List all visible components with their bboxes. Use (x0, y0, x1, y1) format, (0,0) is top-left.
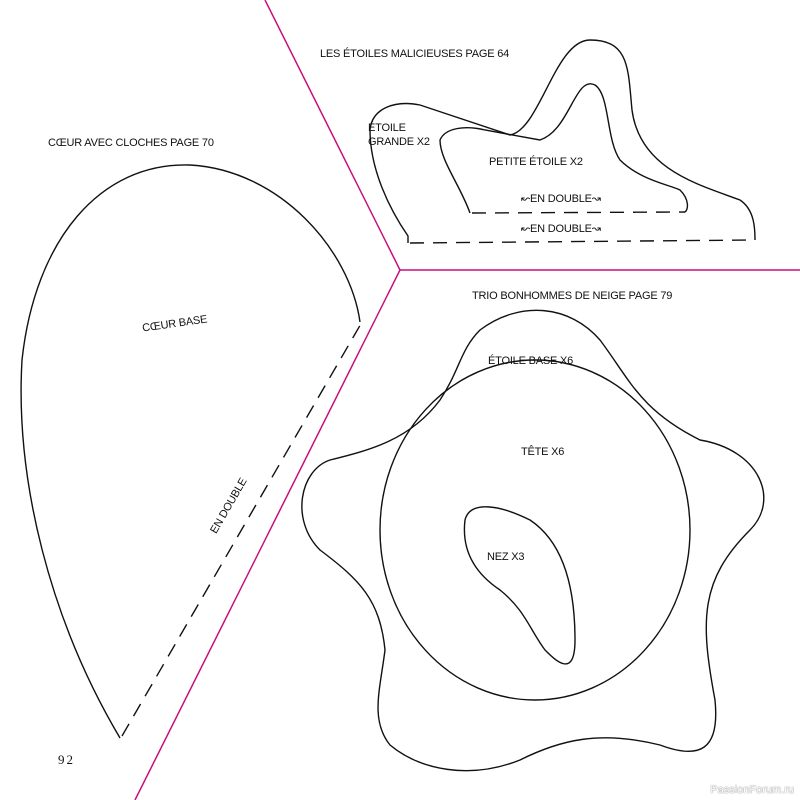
small-star-outline (439, 83, 689, 214)
nose-outline (463, 506, 576, 665)
small-star-label: PETITE ÉTOILE X2 (489, 156, 583, 168)
large-star-fold-label: ↜EN DOUBLE↝ (521, 223, 601, 235)
divider-top (264, 0, 401, 271)
snowmen-section-title: TRIO BONHOMMES DE NEIGE PAGE 79 (472, 290, 673, 302)
heart-fold-line (121, 321, 363, 737)
large-star-label-1: ÉTOILE (368, 122, 406, 134)
large-star-outline (369, 39, 756, 243)
page-number: 92 (58, 752, 75, 767)
stars-section-title: LES ÉTOILES MALICIEUSES PAGE 64 (320, 48, 510, 60)
divider-left (134, 269, 401, 800)
heart-base-outline (20, 164, 361, 739)
large-star-label-2: GRANDE X2 (368, 136, 430, 148)
star-base-outline (301, 309, 765, 772)
nose-label: NEZ X3 (487, 551, 525, 563)
head-label: TÊTE X6 (521, 446, 565, 458)
star-base-label: ÉTOILE BASE X6 (488, 355, 574, 367)
small-star-fold-line (471, 211, 686, 214)
head-outline (379, 359, 691, 701)
watermark: PassionForum.ru (710, 784, 794, 796)
heart-section-title: CŒUR AVEC CLOCHES PAGE 70 (48, 137, 214, 149)
large-star-fold-line (409, 239, 756, 244)
small-star-fold-label: ↜EN DOUBLE↝ (521, 193, 601, 205)
